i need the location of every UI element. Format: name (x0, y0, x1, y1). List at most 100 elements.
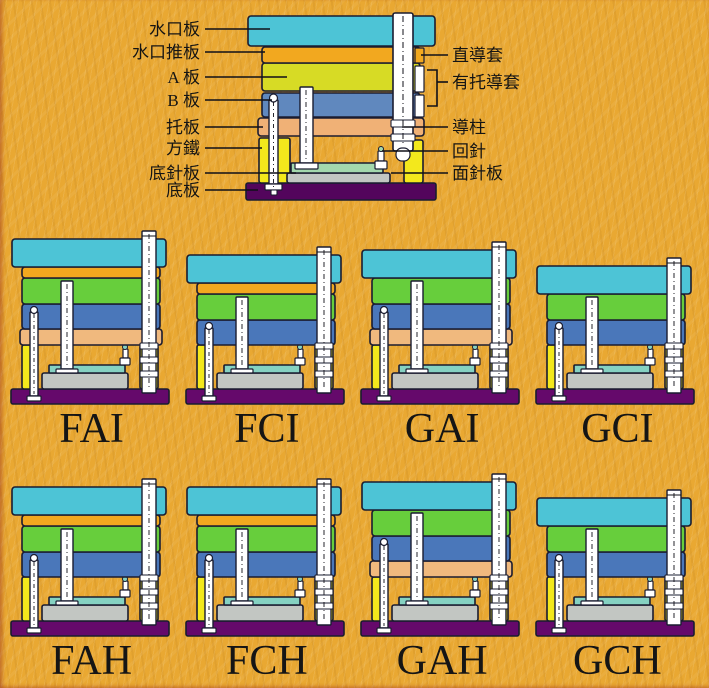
mold-drawing-FCH (185, 478, 345, 637)
center-pillar-flange (580, 600, 604, 606)
label-right-3: 回針 (452, 142, 486, 161)
label-left-7: 底板 (166, 181, 200, 200)
variant-cell-FCH: FCH (179, 460, 354, 682)
plate-top (186, 254, 342, 284)
variant-cell-GCI: GCI (530, 228, 705, 450)
stop-pin-stem (647, 348, 654, 359)
stop-pin-stem (472, 580, 479, 591)
ejector-base-plate (216, 372, 304, 390)
label-right-1: 有托導套 (452, 73, 520, 92)
plate-top (10, 486, 167, 516)
center-pillar-flange (405, 600, 429, 606)
label-left-4: 托板 (166, 118, 200, 137)
variant-label-FCI: FCI (234, 406, 300, 452)
stop-pin-stem (377, 150, 385, 162)
return-pin-head (555, 553, 564, 563)
plate-top (536, 265, 693, 295)
guide-pillar-center (299, 86, 314, 164)
plate-b (546, 319, 687, 346)
plate-top (536, 497, 693, 527)
mold-drawing-GCI (535, 257, 696, 405)
return-pin-foot (376, 395, 392, 402)
center-pillar-flange (580, 368, 604, 374)
plate-b (20, 303, 161, 330)
variant-cell-GCH: GCH (530, 460, 705, 682)
stop-pin-base (294, 589, 306, 598)
label-right-4: 面針板 (452, 164, 503, 183)
return-pin-head (29, 305, 38, 315)
stop-pin-stem (122, 348, 129, 359)
ejector-base-plate (40, 604, 129, 622)
stop-pin-stem (122, 580, 129, 591)
shoulder-bushing-upper (414, 65, 425, 93)
variant-cell-FAH: FAH (4, 460, 179, 682)
pillar-tip (395, 147, 411, 162)
variant-label-GCI: GCI (581, 406, 654, 452)
plate-a (20, 525, 161, 553)
plate-b (546, 551, 687, 578)
mold-drawing-FAH (9, 478, 170, 637)
plate-stripper (20, 266, 161, 279)
ejector-base-plate (391, 604, 479, 622)
plate-a (196, 525, 336, 553)
plate-b (196, 551, 336, 578)
label-left-2: A 板 (167, 68, 200, 87)
ejector-base-plate (391, 372, 479, 390)
plate-a (371, 509, 511, 537)
plate-b (196, 319, 336, 346)
plate-a (546, 293, 687, 321)
plate-b (371, 303, 511, 330)
center-pillar-flange (55, 368, 79, 374)
variant-label-GAI: GAI (404, 406, 480, 452)
mold-drawing-FAI (9, 230, 170, 405)
return-pin-foot (551, 395, 567, 402)
stop-pin-base (374, 160, 388, 170)
stop-pin-base (644, 357, 656, 366)
variant-label-FCH: FCH (226, 638, 308, 684)
plate-top (361, 249, 517, 279)
mold-drawing-FCI (185, 246, 345, 405)
shoulder-bushing-lower (414, 94, 425, 118)
ejector-base-plate (566, 604, 655, 622)
mold-drawing-GAH (360, 473, 520, 637)
center-pillar-flange (55, 600, 79, 606)
mold-drawing-GAI (360, 241, 520, 405)
variant-cell-GAH: GAH (355, 460, 530, 682)
return-pin-foot (376, 627, 392, 634)
plate-a (20, 277, 161, 305)
return-pin-foot (201, 627, 217, 634)
ejector-base-plate (40, 372, 129, 390)
center-pillar-flange (405, 368, 429, 374)
ejector-base-plate (216, 604, 304, 622)
stop-pin-base (119, 357, 131, 366)
stop-pin-base (469, 357, 481, 366)
plate-a (196, 293, 336, 321)
ejector-base-plate (566, 372, 655, 390)
return-pin-head (29, 553, 38, 563)
mold-drawing-GCH (535, 489, 696, 637)
variant-grid: FAI FCI GAI GCI FAH FCH GAH (0, 228, 709, 682)
label-left-3: B 板 (167, 91, 200, 110)
center-pillar-flange (230, 600, 254, 606)
variant-label-FAH: FAH (51, 638, 133, 684)
variant-cell-FAI: FAI (4, 228, 179, 450)
label-right-2: 導柱 (452, 118, 486, 137)
plate-top (361, 481, 517, 511)
variant-label-GAH: GAH (396, 638, 488, 684)
plate-top (186, 486, 342, 516)
stop-pin-stem (647, 580, 654, 591)
plate-b (371, 535, 511, 562)
variant-cell-GAI: GAI (355, 228, 530, 450)
return-pin-head (555, 321, 564, 331)
label-left-6: 底針板 (149, 164, 200, 183)
return-pin-foot (26, 395, 42, 402)
stop-pin-stem (297, 348, 304, 359)
center-pillar-flange (230, 368, 254, 374)
return-pin-foot (551, 627, 567, 634)
label-right-0: 直導套 (452, 46, 503, 65)
return-pin-tip (270, 189, 278, 196)
center-pillar-flange (294, 162, 319, 170)
ejector-base-plate (286, 172, 391, 184)
plate-stripper (196, 282, 336, 295)
